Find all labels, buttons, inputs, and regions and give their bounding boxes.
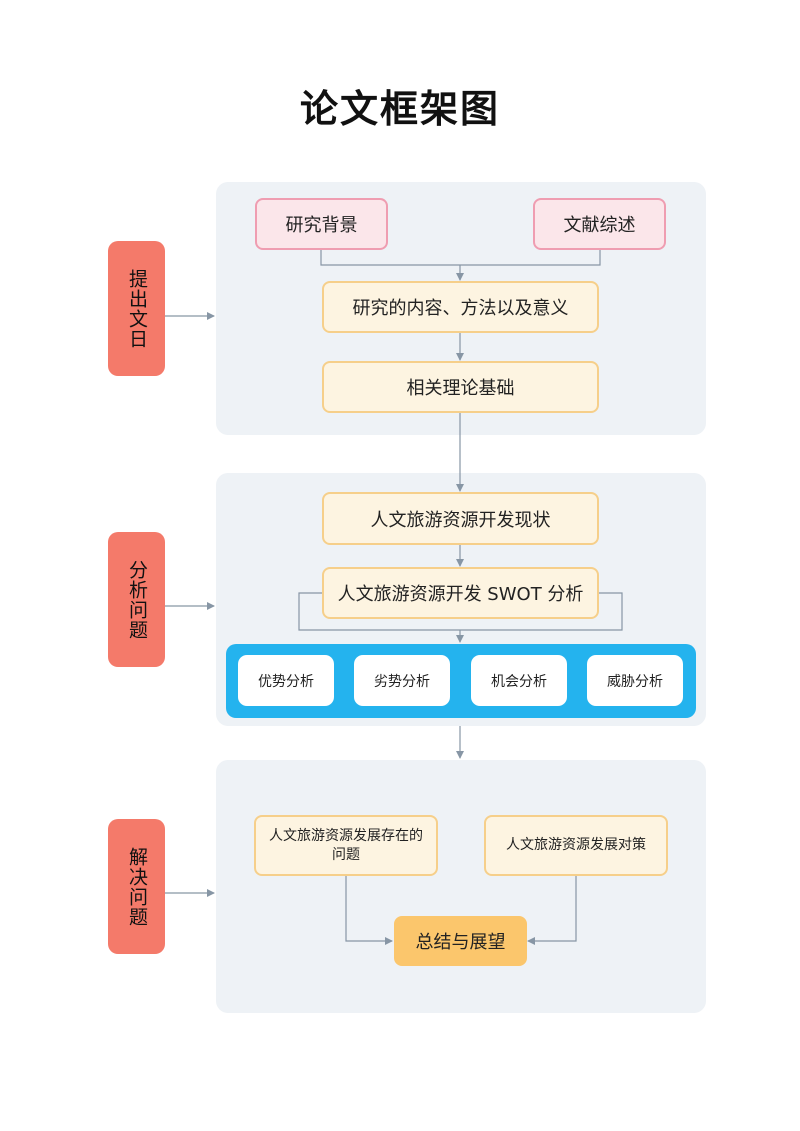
page-title: 论文框架图	[299, 87, 500, 131]
node-status: 人文旅游资源开发现状	[322, 492, 599, 545]
node-countermeasures: 人文旅游资源发展对策	[484, 815, 668, 876]
node-swot: 人文旅游资源开发 SWOT 分析	[322, 567, 599, 619]
node-theory: 相关理论基础	[322, 361, 599, 413]
section-panel-3	[216, 760, 706, 1013]
connector-problems-conclusion	[345, 876, 393, 945]
node-conclusion: 总结与展望	[394, 916, 527, 966]
node-strength: 优势分析	[238, 655, 334, 706]
node-background: 研究背景	[255, 198, 388, 250]
node-weakness: 劣势分析	[354, 655, 450, 706]
node-opportunity: 机会分析	[471, 655, 567, 706]
connector-background	[320, 250, 601, 266]
node-content: 研究的内容、方法以及意义	[322, 281, 599, 333]
section-label-1: 提出文日	[108, 241, 165, 376]
node-literature: 文献综述	[533, 198, 666, 250]
section-label-2: 分析问题	[108, 532, 165, 667]
node-threat: 威胁分析	[587, 655, 683, 706]
node-problems: 人文旅游资源发展存在的问题	[254, 815, 438, 876]
section-label-3: 解决问题	[108, 819, 165, 954]
connector-counter-conclusion	[527, 876, 577, 945]
